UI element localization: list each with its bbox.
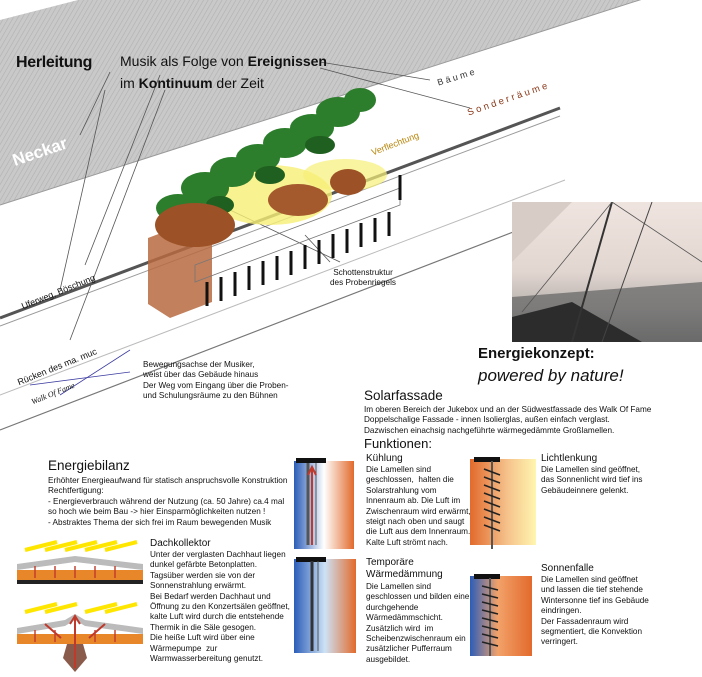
walk-of-fame-line [0,211,566,431]
heading-kontinuum: Kontinuum [138,75,213,91]
waermedaemmung-text: Die Lamellen sind geschlossen und bilden… [366,582,470,664]
dachkollektor-title: Dachkollektor [150,538,211,549]
trees [156,88,376,222]
bewegungsachse-label: Bewegungsachse der Musiker, weist über d… [143,360,289,401]
sonnenfalle-title: Sonnenfalle [541,563,594,574]
funktionen-heading: Funktionen: [364,436,432,451]
solarfassade-text: Im oberen Bereich der Jukebox und an der… [364,405,652,435]
lichtlenkung-diagram [470,457,536,549]
heading-line-2-post: der Zeit [212,75,264,91]
waermedaemmung-diagram [294,557,356,653]
lichtlenkung-text: Die Lamellen sind geöffnet, das Sonnenli… [541,465,643,495]
waermedaemmung-title: Temporäre Wärmedämmung [366,557,443,580]
energiekonzept-title: Energiekonzept: [478,345,595,362]
sonnenfalle-diagram [470,574,532,656]
heading-line-2: im Kontinuum der Zeit [120,75,264,91]
heading-line-1: Musik als Folge von Ereignissen [120,53,327,69]
heading-ereignissen: Ereignissen [247,53,327,69]
sailing-photo [512,202,702,342]
kuehlung-diagram [294,458,354,549]
kuehlung-title: Kühlung [366,453,403,464]
heading-line-1-text: Musik als Folge von [120,53,248,69]
energiebilanz-text: Erhöhter Energieaufwand für statisch ans… [48,476,288,527]
solarfassade-title: Solarfassade [364,388,443,403]
heading-line-2-pre: im [120,75,139,91]
herleitung-heading: Herleitung [16,54,93,71]
kuehlung-text: Die Lamellen sind geschlossen, halten di… [366,465,471,547]
dachkollektor-closed [17,540,143,584]
schotten-label: Schottenstruktur des Probenriegels [330,268,396,288]
energiekonzept-subtitle: powered by nature! [478,366,624,385]
dachkollektor-diagrams [17,540,143,672]
site-sketch [0,0,642,431]
lichtlenkung-title: Lichtlenkung [541,453,598,464]
energiebilanz-title: Energiebilanz [48,458,130,473]
dachkollektor-text: Unter der verglasten Dachhaut liegen dun… [150,550,290,664]
dachkollektor-open [17,602,143,672]
sonnenfalle-text: Die Lamellen sind geöffnet und lassen di… [541,575,649,647]
schotten-struktur [205,175,402,306]
